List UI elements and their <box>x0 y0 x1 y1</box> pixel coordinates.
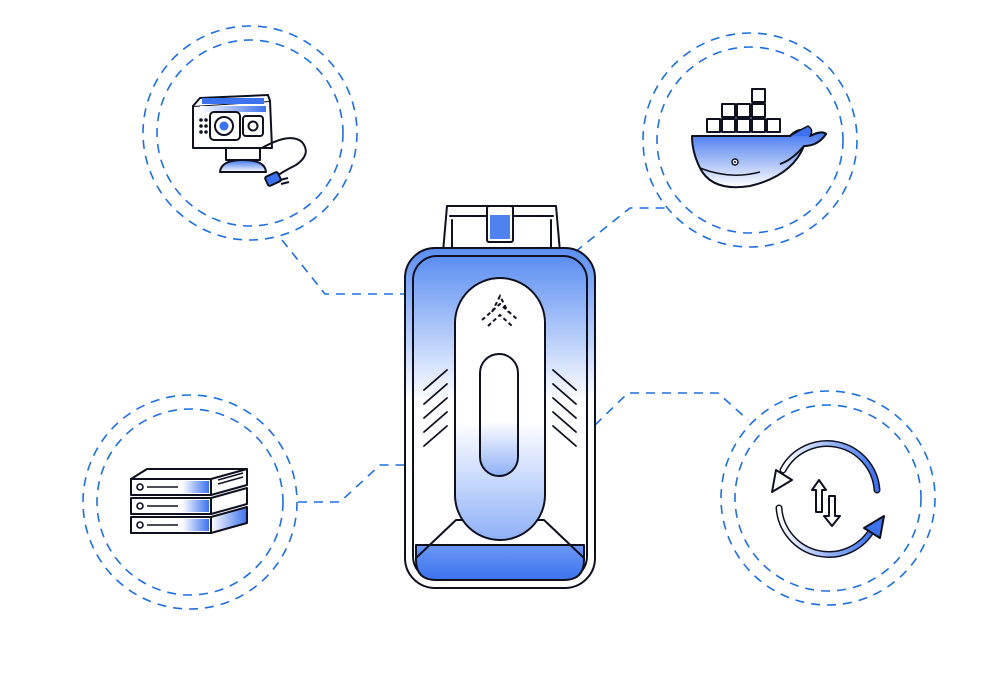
node-camera <box>142 25 358 241</box>
connector-sync <box>594 392 749 426</box>
server-stack-icon <box>130 468 248 534</box>
connector-camera <box>281 239 405 295</box>
connector-docker <box>574 207 668 253</box>
node-sync <box>720 390 936 606</box>
camera-icon <box>192 94 307 187</box>
sync-arrows-icon <box>771 440 885 558</box>
docker-whale-icon <box>691 88 828 189</box>
node-docker <box>642 32 858 248</box>
node-servers <box>82 394 298 610</box>
obd-device <box>404 205 596 589</box>
connector-servers <box>298 464 405 503</box>
